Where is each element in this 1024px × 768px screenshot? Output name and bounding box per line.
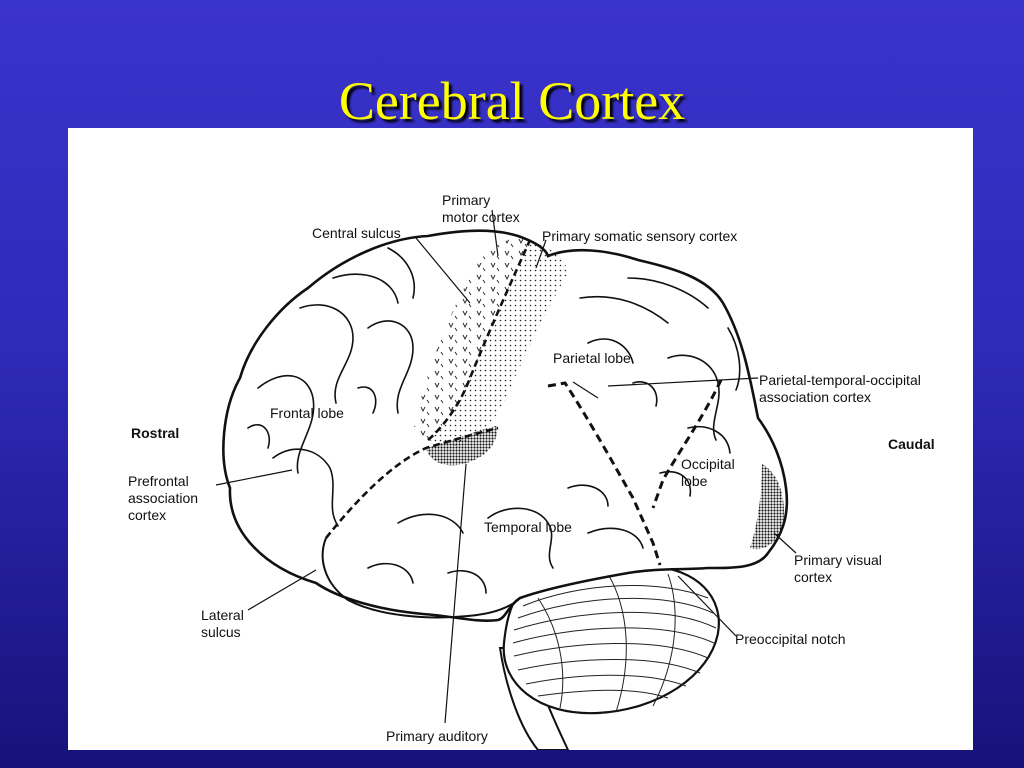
gyri-lines <box>247 247 741 594</box>
label-prefrontal-association-cortex: Prefrontal association cortex <box>128 473 199 523</box>
label-lateral-sulcus: Lateral sulcus <box>201 607 244 640</box>
slide-title: Cerebral Cortex <box>338 71 686 131</box>
primary-visual-area <box>750 464 784 550</box>
label-preoccipital-notch: Preoccipital notch <box>735 631 846 647</box>
cerebellum <box>502 564 720 715</box>
primary-auditory-area <box>426 426 497 466</box>
label-caudal: Caudal <box>888 436 935 452</box>
label-parietal-temporal-occipital-association-cortex: Parietal-temporal-occipital association … <box>759 372 921 405</box>
primary-motor-cortex-area <box>414 237 530 440</box>
brain-diagram-panel: Primary motor cortex Central sulcus Prim… <box>68 128 973 750</box>
label-primary-auditory-cortex: Primary auditory <box>386 728 488 744</box>
label-parietal-lobe: Parietal lobe <box>553 350 631 366</box>
label-central-sulcus: Central sulcus <box>312 225 401 241</box>
lateral-sulcus-line <box>324 426 499 539</box>
lobe-boundaries <box>547 379 723 566</box>
label-occipital-lobe: Occipital lobe <box>681 456 735 489</box>
label-primary-motor-cortex: Primary motor cortex <box>442 192 520 225</box>
central-sulcus <box>427 239 532 441</box>
cerebral-hemisphere <box>222 229 789 622</box>
label-frontal-lobe: Frontal lobe <box>270 405 344 421</box>
label-temporal-lobe: Temporal lobe <box>484 519 572 535</box>
temporal-lobe-contour <box>321 537 519 619</box>
brain-illustration <box>215 209 797 750</box>
label-primary-visual-cortex: Primary visual cortex <box>794 552 882 585</box>
leader-lines <box>215 209 797 724</box>
label-rostral: Rostral <box>131 425 180 441</box>
label-primary-somatic-sensory-cortex: Primary somatic sensory cortex <box>542 228 738 244</box>
